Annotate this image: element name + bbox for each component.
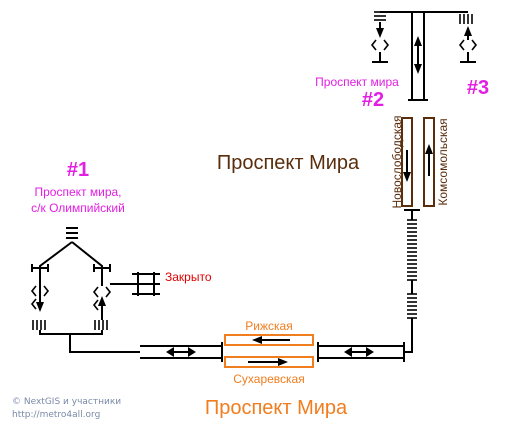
exit-1-left-steps [32,320,46,330]
rizhskaya-label: Рижская [245,319,292,333]
exit-1-up-arrow-icon [98,296,106,306]
credit-line-2: http://metro4all.org [12,410,100,420]
komsomolskaya-direction-arrow-icon [425,144,433,154]
corridor-steps-lower [407,293,417,319]
exit-1-right-steps [94,320,108,330]
komsomolskaya-platform [423,117,435,207]
corridor-steps-upper [407,219,417,281]
top-escalator [380,11,468,101]
exit-2-turnstile-icon [370,39,390,51]
exit-3-branch [458,14,478,63]
exit-1-right-corridor [71,241,103,286]
exit-1-stairs-icon [66,227,78,239]
exit-2-down-arrow-icon [376,28,384,38]
sukharevskaya-platform [224,356,314,368]
exit-3-steps-icon [459,14,473,24]
exit-1-name-line-1: Проспект мира, [35,185,122,199]
exit-2-number: #2 [362,89,384,111]
komsomolskaya-label: Комсомольская [436,118,450,205]
lower-station-name: Проспект Мира [205,397,348,419]
left-bidirectional-arrow-icon [166,347,196,357]
novoslobodskaya-direction-arrow-icon [403,172,411,182]
exit-1-down-arrow-icon [36,302,44,312]
escalator-bidirectional-arrow-icon [414,36,422,74]
exit-1-number: #1 [67,159,89,181]
exit-2-name: Проспект мира [315,75,399,89]
closed-label: Закрыто [165,270,212,284]
exit-2-branch [370,11,390,63]
exit-1-left-corridor [39,241,73,286]
lower-passage [140,340,413,362]
exit-3-number: #3 [467,77,489,99]
exit-1-bottom-corridor [39,330,103,335]
lower-platforms [224,334,314,368]
sukharevskaya-label: Сухаревская [233,372,304,386]
exit-1-area [30,227,160,353]
exit-3-up-arrow-icon [464,26,472,36]
exit-1-link-corridor [69,334,140,353]
rizhskaya-platform [224,334,314,346]
upper-station-name: Проспект Мира [217,152,360,174]
credit-line-1: © NextGIS и участники [12,397,121,407]
exit-1-name-line-2: с/к Олимпийский [31,201,125,215]
exit-1-left-turnstile-icon [30,285,50,310]
exit-1-right-turnstile-icon [92,286,112,311]
rizhskaya-direction-arrow-icon [252,336,262,344]
vertical-corridor [404,209,420,340]
novoslobodskaya-platform [401,117,413,207]
right-bidirectional-arrow-icon [344,347,374,357]
exit-2-steps-icon [374,11,386,21]
sukharevskaya-direction-arrow-icon [278,358,288,366]
exit-3-turnstile-icon [458,39,478,51]
novoslobodskaya-label: Новослободская [390,115,404,208]
upper-platforms [401,117,435,207]
